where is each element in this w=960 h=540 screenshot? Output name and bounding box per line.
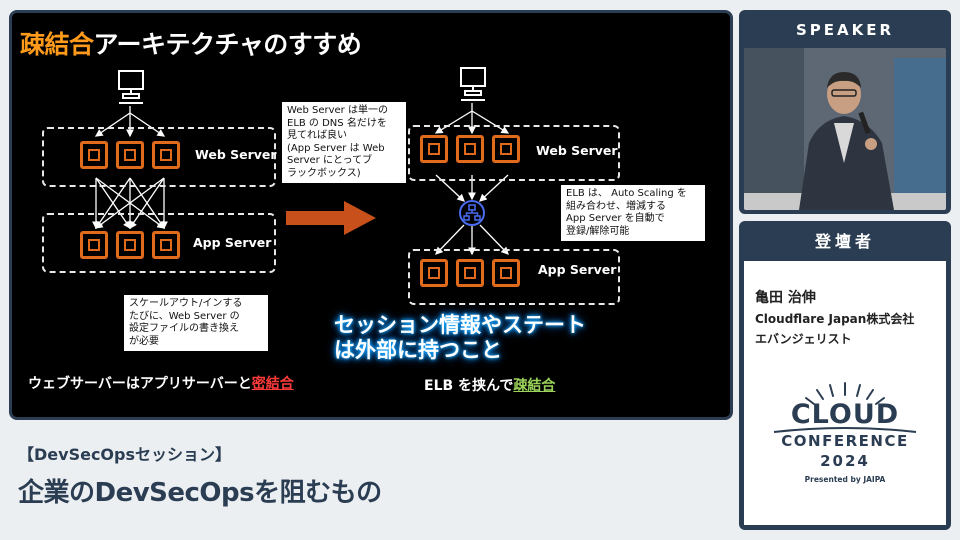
chip-icon: [492, 135, 520, 163]
chip-icon: [116, 231, 144, 259]
chip-icon: [492, 259, 520, 287]
arrow-right-icon: [286, 201, 378, 235]
loose-coupling-caption: ELB を挟んで疎結合: [424, 375, 555, 395]
speaker-video-panel: SPEAKER: [739, 10, 951, 214]
speaker-photo-image: [744, 48, 946, 210]
presenter-header: 登壇者: [739, 221, 951, 261]
app-server-label: App Server: [538, 262, 616, 277]
chip-icon: [420, 135, 448, 163]
chip-icon: [80, 141, 108, 169]
speaker-role: エバンジェリスト: [755, 330, 852, 347]
speaker-video: [744, 48, 946, 210]
talk-title: 企業のDevSecOpsを阻むもの: [18, 472, 382, 509]
chip-icon: [420, 259, 448, 287]
elb-callout: ELB は、 Auto Scaling を 組み合わせ、増減する App Ser…: [561, 185, 705, 241]
chip-icon: [456, 135, 484, 163]
web-server-label: Web Server: [536, 143, 618, 158]
logo-presented-by: Presented by JAIPA: [744, 475, 946, 484]
computer-icon: [459, 66, 487, 104]
scaleout-callout: スケールアウト/インする たびに、Web Server の 設定ファイルの書き換…: [124, 295, 268, 351]
speaker-header: SPEAKER: [739, 10, 951, 48]
presentation-slide: 疎結合アーキテクチャのすすめ: [9, 10, 733, 420]
speaker-name: 亀田 治伸: [755, 287, 816, 307]
chip-icon: [456, 259, 484, 287]
web-server-label: Web Server: [195, 147, 277, 162]
speaker-organization: Cloudflare Japan株式会社: [755, 310, 914, 327]
chip-icon: [80, 231, 108, 259]
app-server-label: App Server: [193, 235, 271, 250]
speaker-info-panel: 登壇者 亀田 治伸 Cloudflare Japan株式会社 エバンジェリスト …: [739, 221, 951, 530]
dns-callout: Web Server は単一の ELB の DNS 名だけを 見てれば良い (A…: [282, 102, 406, 183]
session-state-note: セッション情報やステート は外部に持つこと: [334, 313, 586, 363]
logo-cloud: CLOUD: [744, 399, 946, 430]
session-label: 【DevSecOpsセッション】: [18, 441, 231, 465]
chip-icon: [116, 141, 144, 169]
chip-icon: [152, 141, 180, 169]
load-balancer-icon: [458, 199, 486, 227]
computer-icon: [117, 69, 145, 107]
speaker-info-card: 亀田 治伸 Cloudflare Japan株式会社 エバンジェリスト CLOU…: [744, 261, 946, 525]
logo-conference: CONFERENCE: [744, 432, 946, 450]
logo-year: 2024: [744, 452, 946, 470]
tight-coupling-caption: ウェブサーバーはアプリサーバーと密結合: [28, 373, 294, 393]
chip-icon: [152, 231, 180, 259]
